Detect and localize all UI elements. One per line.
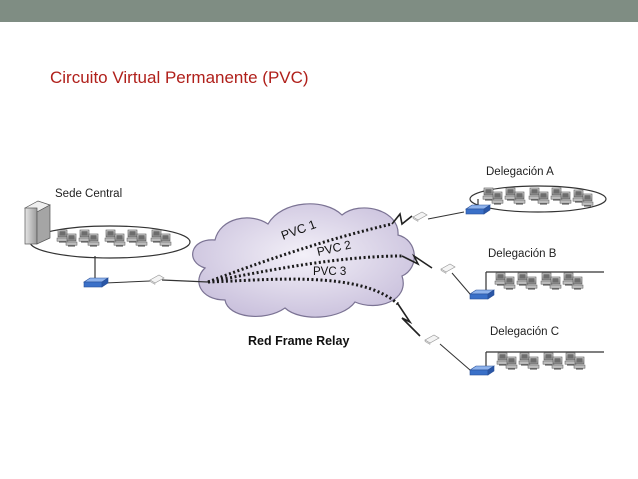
branch-c-router-icon (469, 365, 495, 376)
link-c (397, 303, 421, 337)
hq-computers (57, 230, 171, 247)
slide-title: Circuito Virtual Permanente (PVC) (50, 68, 309, 87)
hq-label: Sede Central (55, 188, 122, 200)
network-label: Red Frame Relay (248, 334, 349, 348)
pvc-2-path (207, 254, 403, 284)
hq-router-icon (83, 277, 109, 288)
branch-a-label: Delegación A (486, 166, 554, 178)
branch-b-router-icon (469, 289, 495, 300)
hq-site: Sede Central (24, 188, 209, 288)
branch-c-computers (497, 353, 585, 370)
top-bar (0, 0, 638, 22)
branch-b-site: Delegación B (440, 248, 604, 300)
branch-a-site: Delegación A (412, 166, 607, 222)
branch-a-modem-icon (412, 211, 428, 222)
branch-a-router-icon (465, 204, 491, 215)
hq-modem-icon (149, 274, 165, 285)
pvc-circuits (207, 222, 403, 306)
branch-b-modem-icon (440, 263, 456, 274)
pvc-3-path (207, 277, 399, 306)
branch-c-label: Delegación C (490, 326, 559, 338)
access-links (391, 212, 433, 337)
link-a (391, 212, 413, 226)
link-b (401, 253, 433, 269)
branch-b-label: Delegación B (488, 248, 557, 260)
pvc-3-label: PVC 3 (313, 266, 346, 278)
server-icon (24, 200, 51, 245)
branch-c-modem-icon (424, 334, 440, 345)
branch-b-computers (495, 273, 583, 290)
branch-a-computers (483, 188, 593, 207)
branch-c-site: Delegación C (424, 326, 604, 376)
